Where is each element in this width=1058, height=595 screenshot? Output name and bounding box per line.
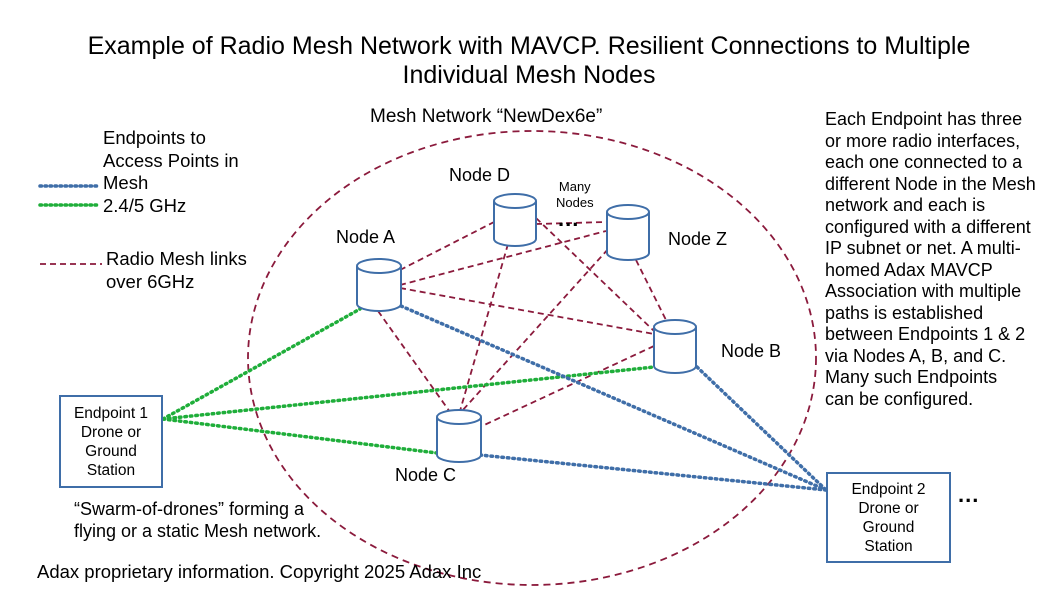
description-line: Each Endpoint has three [825,109,1023,129]
access-link-ep1-b [161,365,656,421]
mesh-link-z-b [635,259,668,323]
access-link-ep1-a [161,307,362,421]
description-line: or more radio interfaces, [825,130,1021,151]
description-line: can be configured. [825,388,974,409]
title-line-2: Individual Mesh Nodes [402,61,656,89]
endpoint-1-line: Endpoint 1 [73,404,149,422]
endpoint-1-line: Ground [85,442,137,460]
description-line: Many such Endpoints [825,367,998,387]
description-line: different Node in the Mesh [825,173,1036,194]
description-line: network and each is [825,195,986,215]
endpoint-link-ep2-b [695,365,828,492]
copyright-footer: Adax proprietary information. Copyright … [37,561,482,582]
node-d-cylinder [493,193,537,247]
endpoint-1-box: Endpoint 1 Drone or Ground Station [59,395,163,488]
many-nodes-line: Many [558,179,591,194]
endpoint-2-line: Endpoint 2 [851,480,926,498]
node-z-label: Node Z [668,229,728,249]
mesh-link-a-c [377,310,451,413]
many-nodes-label: Many Nodes [556,179,594,211]
description-line: between Endpoints 1 & 2 [825,324,1026,344]
description-line: Association with multiple [825,281,1022,301]
description-line: paths is established [825,302,984,323]
node-b-cylinder [653,319,697,374]
legend-endpoints-line: Mesh [103,172,149,193]
swarm-note-line: “Swarm-of-drones” forming a [74,499,305,519]
description-line: via Nodes A, B, and C. [825,345,1007,366]
legend-endpoints-line: Endpoints to [103,127,206,148]
description-line: configured with a different [825,216,1031,237]
node-b-label: Node B [721,341,782,361]
mesh-link-d-c [459,243,509,412]
description-text: Each Endpoint has three or more radio in… [825,109,1036,410]
endpoint-link-ep2-c [478,453,828,492]
mesh-network-boundary [247,130,817,586]
more-nodes-ellipsis: ... [558,206,580,231]
description-line: IP subnet or net. A multi- [825,238,1021,258]
node-d-label: Node D [449,165,511,185]
swarm-note: “Swarm-of-drones” forming a flying or a … [74,499,321,542]
mesh-link-a-d [399,221,495,271]
legend-mesh-links-line: over 6GHz [106,270,195,292]
endpoint-1-line: Station [86,461,136,479]
endpoint-link-ep2-a [399,304,828,492]
endpoint-2-line: Drone or [858,499,919,517]
mesh-link-b-c [479,345,655,428]
more-endpoints-ellipsis: ... [958,482,980,507]
legend-endpoints: Endpoints to Access Points in Mesh 2.4/5… [103,127,239,217]
node-a-cylinder [356,258,402,312]
node-c-cylinder [436,409,482,463]
mesh-link-a-z [399,230,607,286]
node-c-label: Node C [395,465,457,485]
endpoint-1-line: Drone or [80,423,142,441]
swarm-note-line: flying or a static Mesh network. [74,520,322,541]
legend-mesh-links-line: Radio Mesh links [106,248,247,269]
endpoint-2-line: Ground [862,518,915,536]
node-a-label: Node A [336,227,396,247]
endpoint-2-box: Endpoint 2 Drone or Ground Station [826,472,951,563]
description-line: each one connected to a [825,152,1023,172]
title-line-1: Example of Radio Mesh Network with MAVCP… [87,32,971,60]
mesh-network-label: Mesh Network “NewDex6e” [370,106,603,127]
description-line: homed Adax MAVCP [825,259,993,280]
legend-endpoints-line: Access Points in [103,149,239,171]
many-nodes-line: Nodes [556,195,594,210]
access-link-ep1-c [161,417,439,455]
legend-mesh-links: Radio Mesh links over 6GHz [106,248,247,293]
mesh-link-a-b [399,287,655,335]
legend-endpoints-line: 2.4/5 GHz [103,194,187,216]
mesh-link-d-z [535,221,607,225]
endpoint-2-line: Station [864,537,913,555]
mesh-link-z-c [461,226,629,412]
page-title: Example of Radio Mesh Network with MAVCP… [0,32,1058,90]
mesh-link-d-b [535,217,655,332]
node-z-cylinder [606,204,650,261]
